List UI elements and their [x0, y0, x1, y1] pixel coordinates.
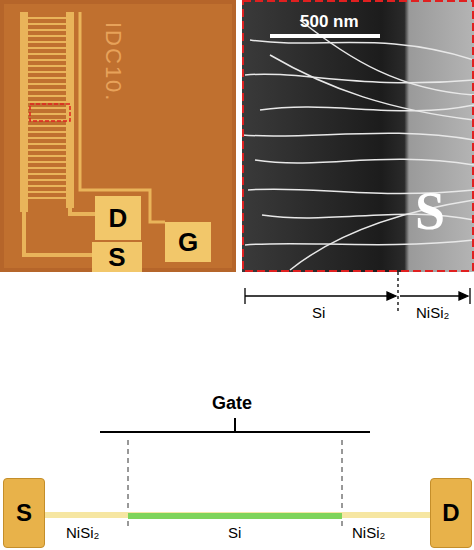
region-name: NiSi₂: [66, 524, 99, 541]
node-text: S: [108, 242, 125, 273]
region-name: Si: [228, 524, 241, 541]
region-name: NiSi₂: [352, 524, 385, 541]
si-channel: [128, 513, 342, 519]
lead-line: [24, 212, 92, 255]
nanowire: [45, 512, 430, 518]
region-name: NiSi₂: [416, 304, 449, 321]
node-text: D: [109, 203, 128, 234]
region-letter: S: [415, 180, 445, 242]
sem-image: [242, 0, 474, 272]
scale-bar: [270, 34, 380, 38]
source-electrode: S: [3, 478, 45, 548]
lead-line: [80, 12, 165, 222]
drain-pad: D: [95, 196, 141, 240]
region-name: Si: [312, 304, 325, 321]
micrograph-panel: IDC10. D G S: [0, 0, 236, 272]
drain-electrode: D: [430, 478, 472, 548]
node-text: G: [178, 227, 198, 258]
zoom-box: [30, 104, 70, 121]
source-pad: S: [92, 242, 142, 272]
micrograph-background: [0, 0, 236, 272]
node-text: S: [16, 499, 32, 527]
gate-bracket: [100, 418, 370, 432]
micrograph-field: [4, 4, 232, 268]
nanowires: [242, 20, 474, 270]
node-text: D: [442, 499, 459, 527]
lead-line: [70, 208, 95, 214]
node-text: IDC10.: [100, 22, 126, 102]
boundary-lines: [128, 440, 342, 528]
comb-fingers: [28, 18, 66, 198]
sem-frame: [243, 1, 473, 271]
scale-label: 500 nm: [300, 12, 359, 32]
electrode-bar: [20, 12, 28, 212]
gate-label: Gate: [212, 393, 252, 414]
gate-pad: G: [165, 222, 211, 262]
